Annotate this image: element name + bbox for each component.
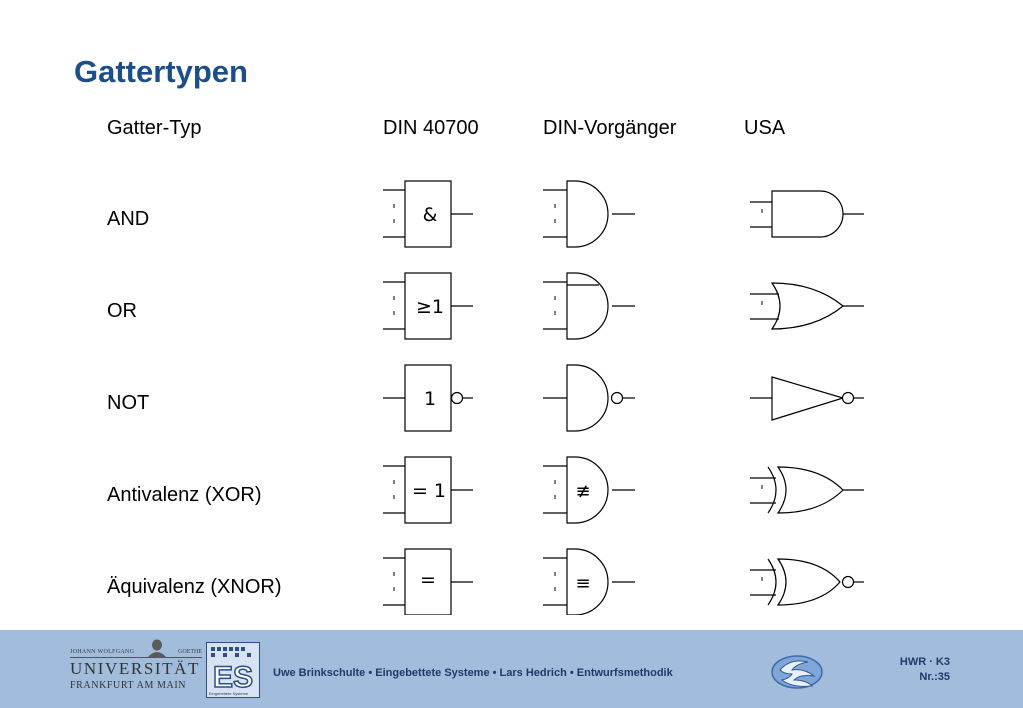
xor-din-text: = 1	[412, 480, 446, 502]
uni-name: UNIVERSITÄT	[70, 659, 200, 678]
xnor-din-old-symbol: ≡	[543, 548, 635, 615]
row-label-and: AND	[107, 208, 150, 230]
not-din-old-symbol	[543, 364, 635, 432]
xor-din-old-symbol: ≢	[543, 456, 635, 524]
header-din-old: DIN-Vorgänger	[543, 117, 677, 139]
not-usa-symbol	[750, 376, 864, 421]
not-din-symbol: 1	[383, 364, 473, 432]
es-caption: Eingebettete Systeme	[209, 691, 249, 696]
or-din-old-symbol	[543, 272, 635, 340]
row-label-xor: Antivalenz (XOR)	[107, 484, 262, 506]
goethe-portrait-icon	[148, 639, 166, 657]
gate-symbol-table: & ≥1	[383, 180, 864, 615]
not-din-text: 1	[424, 388, 436, 410]
university-logo: JOHANN WOLFGANG GOETHE UNIVERSITÄT FRANK…	[70, 639, 202, 697]
xnor-usa-symbol	[750, 558, 864, 606]
row-label-not: NOT	[107, 392, 150, 414]
and-din-text: &	[423, 204, 438, 226]
footer-bar: JOHANN WOLFGANG GOETHE UNIVERSITÄT FRANK…	[0, 630, 1023, 708]
xor-usa-symbol	[750, 466, 864, 514]
slide-number: Nr.:35	[919, 671, 950, 683]
uni-city: FRANKFURT AM MAIN	[70, 680, 187, 691]
uni-top-left: JOHANN WOLFGANG	[70, 649, 135, 655]
and-din-symbol: &	[383, 180, 473, 248]
and-din-old-symbol	[543, 180, 635, 248]
row-label-or: OR	[107, 300, 137, 322]
row-label-xnor: Äquivalenz (XNOR)	[107, 576, 282, 598]
or-usa-symbol	[750, 282, 864, 330]
es-logo-icon: ES Eingebettete Systeme	[206, 642, 260, 698]
svg-text:ES: ES	[213, 661, 253, 694]
uni-top-right: GOETHE	[178, 649, 202, 655]
xor-din-symbol: = 1	[383, 456, 473, 524]
slide-course: HWR · K3	[899, 656, 950, 668]
footer-credits: Uwe Brinkschulte • Eingebettete Systeme …	[273, 667, 673, 679]
uni-divider	[70, 657, 202, 658]
xnor-din-symbol: =	[383, 548, 473, 615]
or-din-symbol: ≥1	[383, 272, 473, 340]
slide-identifier: HWR · K3 Nr.:35	[900, 655, 950, 685]
page-title: Gattertypen	[74, 54, 248, 89]
or-din-text: ≥1	[416, 296, 444, 318]
header-gate-type: Gatter-Typ	[107, 117, 202, 139]
xor-din-old-text: ≢	[575, 481, 590, 502]
header-usa: USA	[744, 117, 786, 139]
swirl-logo-icon	[771, 655, 823, 689]
header-din: DIN 40700	[383, 117, 479, 139]
and-usa-symbol	[750, 190, 864, 238]
xnor-din-old-text: ≡	[575, 573, 590, 594]
xnor-din-text: =	[420, 569, 436, 591]
